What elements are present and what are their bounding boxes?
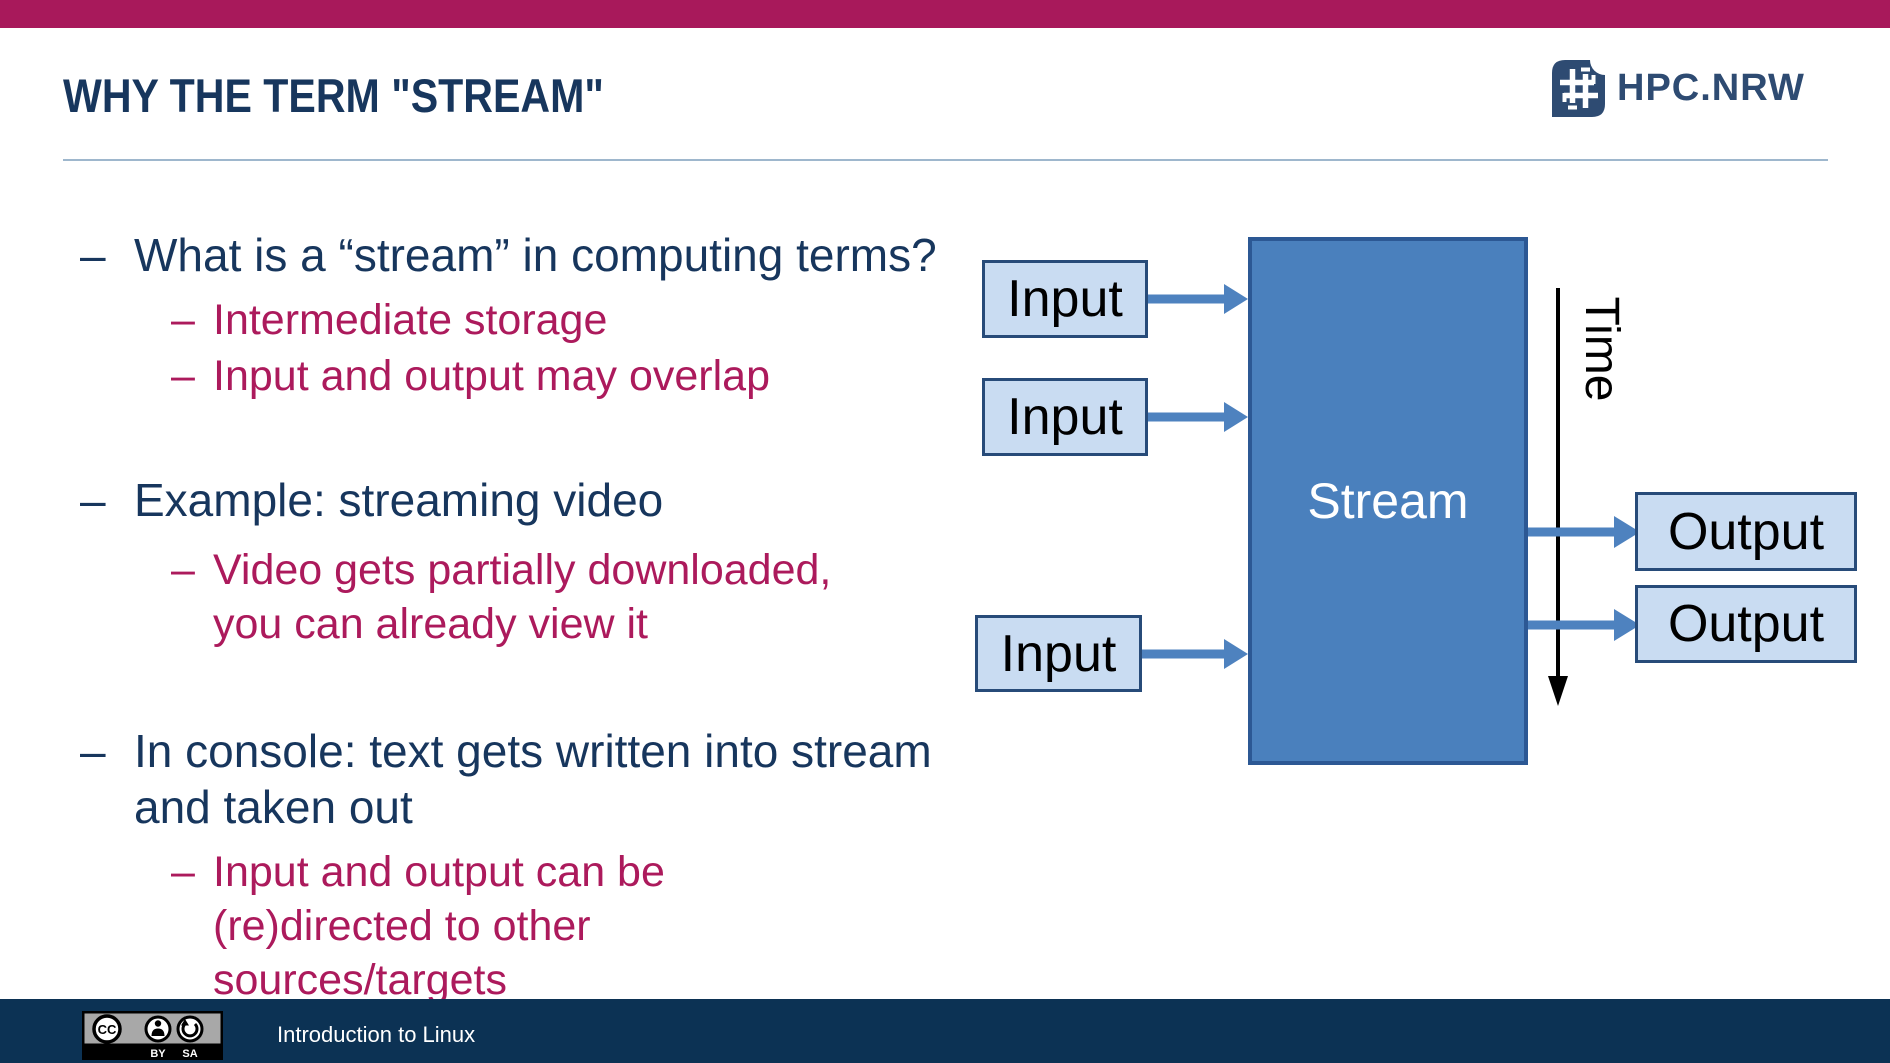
bullet-text: Input and output can be (213, 848, 665, 896)
bullet-level1: – What is a “stream” in computing terms? (80, 227, 937, 283)
bullet-dash: – (171, 546, 195, 594)
bullet-dash: – (80, 474, 106, 526)
time-axis-label: Time (1575, 296, 1628, 402)
sa-label: SA (182, 1048, 197, 1060)
bullet-text: In console: text gets written into strea… (134, 725, 932, 777)
bullet-text: Input and output may overlap (213, 352, 770, 400)
bullet-level2: – Input and output may overlap (171, 349, 770, 403)
output-box-label: Output (1667, 502, 1825, 561)
footer-course-title: Introduction to Linux (277, 1022, 476, 1047)
input-box-label: Input (1000, 624, 1117, 683)
footer-bar (0, 999, 1890, 1063)
bullet-text: What is a “stream” in computing terms? (134, 229, 937, 281)
title-divider (63, 159, 1828, 161)
output-box-label: Output (1667, 595, 1825, 653)
input-arrow (1148, 402, 1248, 432)
bullet-dash: – (171, 848, 195, 896)
bullet-level1: – Example: streaming video (80, 472, 663, 528)
cc-glyph: CC (98, 1022, 117, 1037)
input-box-label: Input (1007, 388, 1123, 446)
bullet-dash: – (171, 352, 195, 400)
bullet-text: Intermediate storage (213, 296, 608, 344)
bullet-dash: – (80, 229, 106, 281)
bullet-text: you can already view it (213, 600, 648, 648)
bullet-text: Example: streaming video (134, 474, 664, 526)
diagram-stream-box: Stream (1248, 237, 1528, 765)
input-arrow (1148, 284, 1248, 314)
stream-box-label: Stream (1307, 473, 1469, 529)
hpc-nrw-hash-icon (1552, 60, 1605, 117)
diagram-input-box: Input (982, 378, 1148, 456)
bullet-level2: – Intermediate storage (171, 293, 607, 347)
page-title: WHY THE TERM "STREAM" (63, 69, 604, 122)
bullet-text: and taken out (134, 781, 413, 833)
output-arrow (1528, 516, 1640, 548)
top-accent-bar (0, 0, 1890, 28)
hpc-nrw-logo-text: HPC.NRW (1617, 67, 1805, 109)
cc-by-sa-license-icon: CC BY SA (82, 1011, 223, 1060)
bullet-level2: – Input and output can be (re)directed t… (171, 845, 665, 1007)
diagram-input-box: Input (975, 615, 1142, 692)
diagram-output-box: Output (1635, 585, 1857, 663)
time-axis-arrow (1548, 288, 1568, 706)
bullet-text: Video gets partially downloaded, (213, 546, 832, 594)
diagram-input-box: Input (982, 260, 1148, 338)
input-arrow (1142, 639, 1248, 669)
bullet-text: sources/targets (213, 956, 507, 1004)
bullet-dash: – (80, 725, 106, 777)
by-label: BY (150, 1048, 166, 1060)
diagram-output-box: Output (1635, 492, 1857, 571)
bullet-level2: – Video gets partially downloaded, you c… (171, 543, 831, 651)
output-arrow (1528, 609, 1640, 641)
bullet-text: (re)directed to other (213, 902, 591, 950)
input-box-label: Input (1007, 270, 1123, 328)
bullet-level1: – In console: text gets written into str… (80, 723, 932, 835)
bullet-dash: – (171, 296, 195, 344)
